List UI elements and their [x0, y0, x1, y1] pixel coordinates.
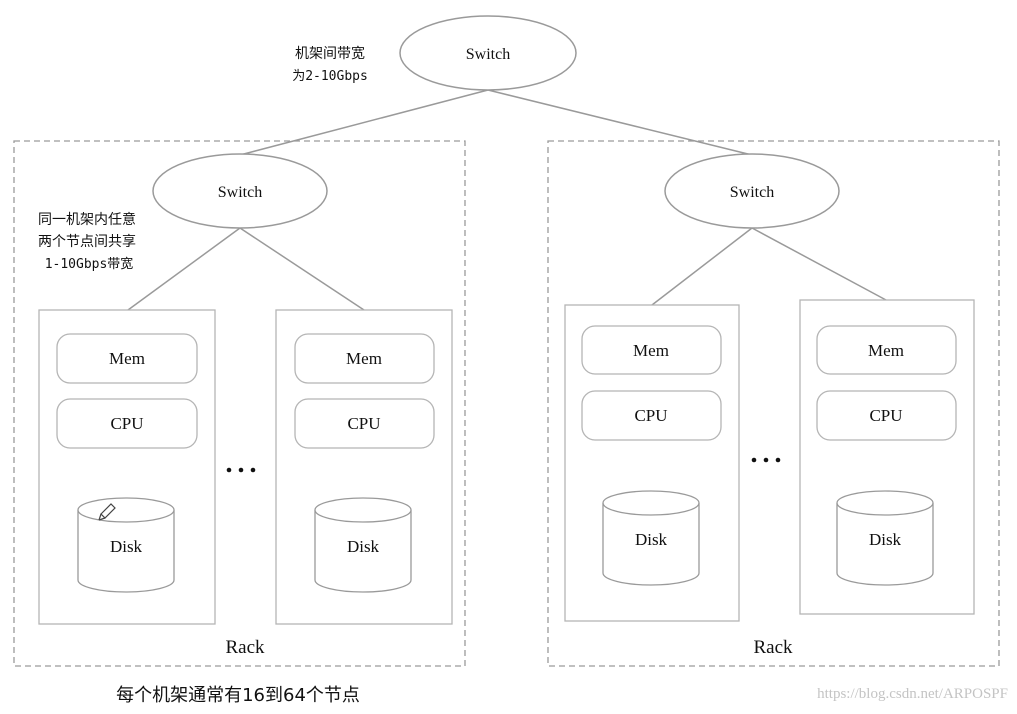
link-rack1-switch-to-node2: [239, 227, 365, 311]
rack-2-node-2-cpu-label: CPU: [869, 406, 902, 425]
rack-2-node-1-cpu-label: CPU: [634, 406, 667, 425]
rack-2-node-1-mem-label: Mem: [633, 341, 669, 360]
rack-1-node-2-cpu-label: CPU: [347, 414, 380, 433]
footer-caption: 每个机架通常有16到64个节点: [116, 685, 360, 706]
rack-1-label: Rack: [225, 637, 265, 658]
network-links: [127, 89, 887, 311]
rack-1: [13, 140, 466, 667]
rack-1-node-2-disk-label: Disk: [347, 537, 380, 556]
rack-2-node-1-mem-box: [581, 325, 722, 375]
rack-1-node-1-mem-label: Mem: [109, 349, 145, 368]
rack-2-node-1-disk-icon: [602, 490, 700, 586]
rack-1-node-1-disk-label: Disk: [110, 537, 143, 556]
rack-2-node-2-mem-label: Mem: [868, 341, 904, 360]
rack-2-node-2-disk-label: Disk: [869, 530, 902, 549]
rack-2-node-2-cpu-box: [816, 390, 957, 441]
link-rack1-switch-to-node1: [127, 227, 241, 311]
rack-1-note-line3: 1-10Gbps带宽: [45, 256, 134, 272]
rack-2-label: Rack: [753, 637, 793, 658]
rack-1-node-1-cpu-box: [56, 398, 198, 449]
rack-1-switch: [152, 153, 328, 229]
pencil-icon: [98, 503, 116, 521]
rack-1-node-1-mem-box: [56, 333, 198, 384]
watermark: https://blog.csdn.net/ARPOSPF: [817, 686, 1008, 702]
rack-2-switch-label: Switch: [730, 184, 774, 201]
rack-2: [547, 140, 1000, 667]
inter-rack-bandwidth-note-line2: 为2-10Gbps: [292, 69, 368, 84]
link-rack2-switch-to-node2: [751, 227, 887, 301]
rack-2-node-1-cpu-box: [581, 390, 722, 441]
link-rack2-switch-to-node1: [651, 227, 753, 306]
rack-1-node-2-disk-icon: [314, 497, 412, 593]
rack-1-node-ellipsis: [226, 467, 256, 473]
link-top-to-rack1-switch: [239, 89, 489, 156]
rack-1-node-1-cpu-label: CPU: [110, 414, 143, 433]
rack-2-node-2-mem-box: [816, 325, 957, 375]
rack-1-node-1-disk-icon: [77, 497, 175, 593]
inter-rack-bandwidth-note-line1: 机架间带宽: [295, 45, 365, 62]
rack-1-node-2-mem-label: Mem: [346, 349, 382, 368]
rack-1-node-2-cpu-box: [294, 398, 435, 449]
top-switch-label: Switch: [466, 46, 510, 63]
rack-1-note-line2: 两个节点间共享: [38, 233, 136, 250]
rack-1-note-line1: 同一机架内任意: [38, 211, 136, 228]
rack-1-switch-label: Switch: [218, 184, 262, 201]
top-switch: [399, 15, 577, 91]
rack-2-node-ellipsis: [751, 457, 781, 463]
rack-2-node-2-disk-icon: [836, 490, 934, 586]
rack-2-switch: [664, 153, 840, 229]
link-top-to-rack2-switch: [487, 89, 753, 156]
rack-2-node-1-disk-label: Disk: [635, 530, 668, 549]
rack-1-node-2-mem-box: [294, 333, 435, 384]
